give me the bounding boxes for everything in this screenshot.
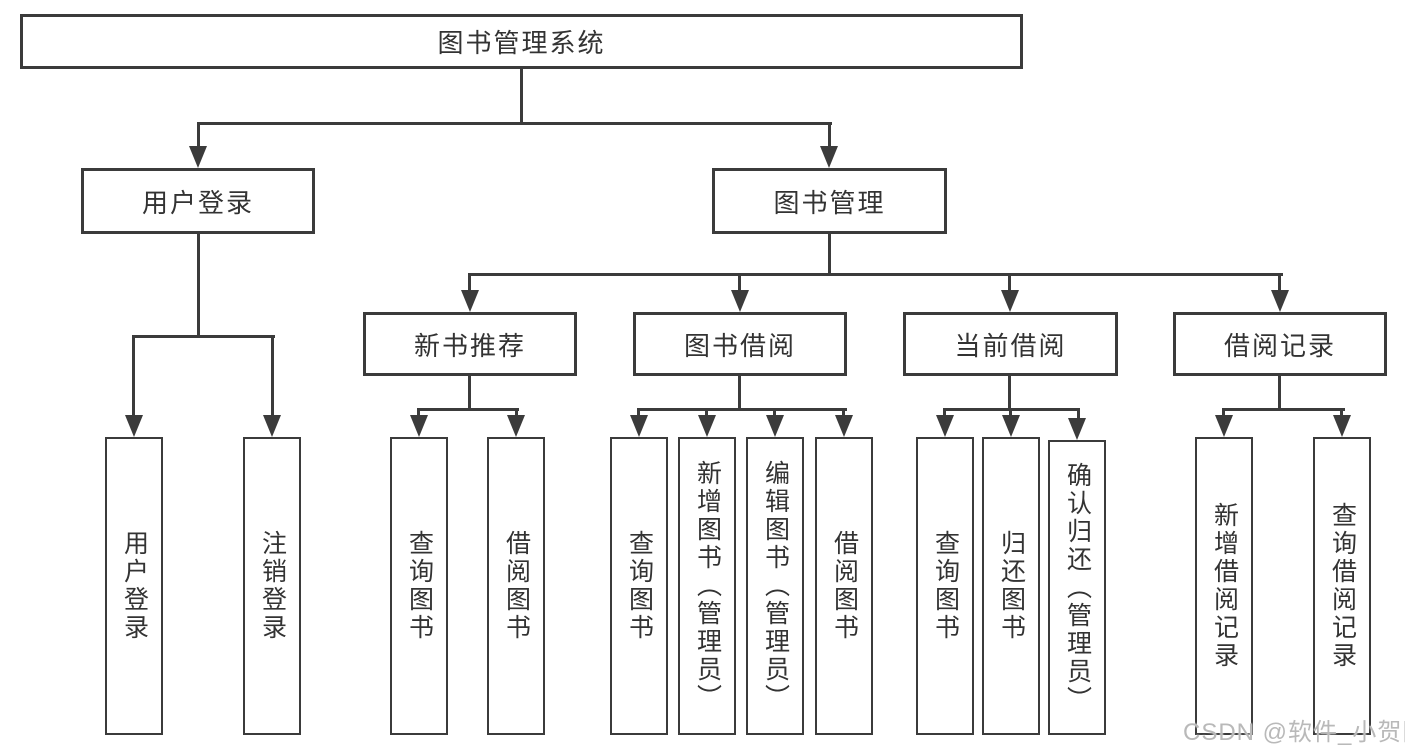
connector-line [417, 408, 420, 420]
connector-line [637, 408, 640, 420]
node-book-borrow: 图书借阅 [633, 312, 847, 376]
connector-line [1009, 408, 1012, 420]
connector-line [637, 408, 847, 411]
connector-line [842, 408, 845, 420]
arrow-down-icon [410, 415, 428, 437]
node-root: 图书管理系统 [20, 14, 1023, 69]
arrow-down-icon [766, 415, 784, 437]
connector-line [1222, 408, 1225, 420]
leaf-cb-query-book: 查询图书 [916, 437, 974, 735]
node-book-management: 图书管理 [712, 168, 947, 234]
connector-line [705, 408, 708, 420]
arrow-down-icon [1271, 290, 1289, 312]
arrow-down-icon [936, 415, 954, 437]
arrow-down-icon [507, 415, 525, 437]
leaf-cb-return-book: 归还图书 [982, 437, 1040, 735]
node-new-book-recommend: 新书推荐 [363, 312, 577, 376]
connector-line [197, 122, 200, 150]
leaf-cb-confirm-return: 确认归还（管理员） [1048, 440, 1106, 735]
leaf-bb-edit-book: 编辑图书（管理员） [746, 437, 804, 735]
connector-line [468, 273, 471, 293]
connector-line [1222, 408, 1345, 411]
leaf-bb-query-book: 查询图书 [610, 437, 668, 735]
connector-line [773, 408, 776, 420]
arrow-down-icon [125, 415, 143, 437]
connector-line [1008, 376, 1011, 410]
connector-line [132, 335, 275, 338]
connector-line [828, 122, 831, 150]
connector-line [738, 273, 741, 293]
connector-line [515, 408, 518, 420]
arrow-down-icon [820, 146, 838, 168]
arrow-down-icon [698, 415, 716, 437]
leaf-user-login: 用户登录 [105, 437, 163, 735]
arrow-down-icon [630, 415, 648, 437]
connector-line [417, 408, 519, 411]
connector-line [943, 408, 946, 420]
connector-line [738, 376, 741, 410]
leaf-bb-add-book: 新增图书（管理员） [678, 437, 736, 735]
connector-line [520, 69, 523, 123]
arrow-down-icon [189, 146, 207, 168]
csdn-watermark: CSDN @软件_小贺同学 [1183, 719, 1405, 746]
leaf-br-add-record: 新增借阅记录 [1195, 437, 1253, 735]
arrow-down-icon [1215, 415, 1233, 437]
arrow-down-icon [1333, 415, 1351, 437]
connector-line [271, 335, 274, 419]
connector-line [1278, 273, 1281, 293]
node-current-borrow: 当前借阅 [903, 312, 1118, 376]
connector-line [1278, 376, 1281, 410]
arrow-down-icon [263, 415, 281, 437]
arrow-down-icon [835, 415, 853, 437]
connector-line [132, 335, 135, 419]
leaf-br-query-record: 查询借阅记录 [1313, 437, 1371, 735]
connector-line [468, 376, 471, 410]
leaf-bb-borrow-book: 借阅图书 [815, 437, 873, 735]
connector-line [197, 122, 832, 125]
arrow-down-icon [1002, 415, 1020, 437]
connector-line [1008, 273, 1011, 293]
arrow-down-icon [1068, 418, 1086, 440]
leaf-logout: 注销登录 [243, 437, 301, 735]
node-borrow-records: 借阅记录 [1173, 312, 1387, 376]
leaf-rec-borrow-book: 借阅图书 [487, 437, 545, 735]
connector-line [1077, 408, 1080, 420]
connector-line [828, 234, 831, 276]
arrow-down-icon [461, 290, 479, 312]
leaf-rec-query-book: 查询图书 [390, 437, 448, 735]
connector-line [197, 234, 200, 335]
arrow-down-icon [731, 290, 749, 312]
connector-line [468, 273, 1283, 276]
node-user-login: 用户登录 [81, 168, 315, 234]
connector-line [1340, 408, 1343, 420]
arrow-down-icon [1001, 290, 1019, 312]
